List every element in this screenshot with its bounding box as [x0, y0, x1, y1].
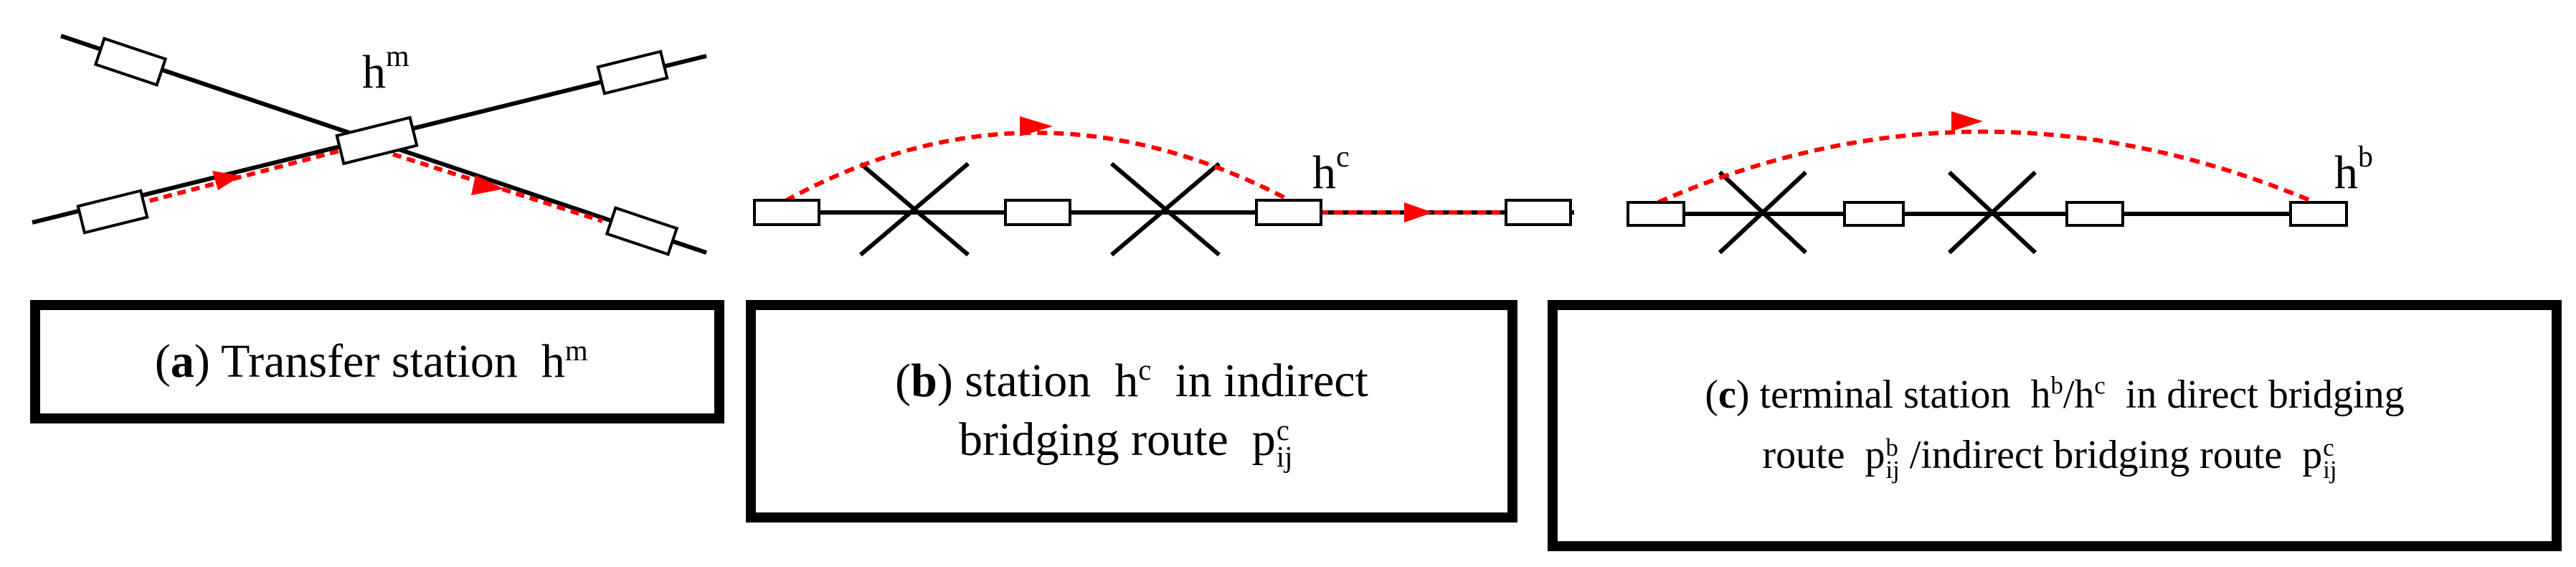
caption-c-symbol: hb/hc: [2030, 371, 2106, 418]
arrow-a-2: [471, 175, 504, 195]
caption-a-line: (a) Transfer station hm: [154, 334, 588, 388]
route-a-1: [121, 148, 344, 210]
caption-a-symbol: hm: [541, 334, 588, 388]
station-hc: [1255, 199, 1322, 226]
panel-c-diagram: hb: [1626, 111, 2373, 255]
arrow-a-1: [212, 171, 241, 190]
transfer-station: [335, 116, 419, 166]
cross-b-1b: [859, 161, 970, 257]
arrow-b-1: [1020, 116, 1053, 136]
cross-c-2b: [1947, 170, 2037, 255]
station-c-3: [2065, 201, 2124, 227]
panel-a-diagram: hm: [32, 34, 707, 256]
station-a-5: [605, 206, 679, 256]
caption-c-letter: c: [1718, 372, 1736, 418]
arrow-b-2: [1404, 202, 1433, 222]
node-label-a: hm: [362, 40, 409, 98]
caption-b-line-1: (b) station hc in indirect: [895, 353, 1368, 407]
bridge-route-b: [784, 131, 1292, 203]
caption-c-line-1: (c) terminal station hb/hc in direct bri…: [1705, 371, 2405, 418]
station-c-2: [1843, 201, 1905, 227]
station-c-1: [1626, 201, 1685, 227]
route-a-2: [392, 152, 603, 223]
caption-c: (c) terminal station hb/hc in direct bri…: [1548, 300, 2562, 551]
caption-b-symbol: hc: [1114, 353, 1152, 407]
node-label-c: hb: [2334, 141, 2373, 199]
bridge-route-c: [1657, 129, 2316, 205]
caption-a-text: Transfer station: [221, 334, 518, 388]
station-b-1: [753, 199, 820, 226]
station-b-2: [1004, 199, 1071, 226]
station-a-1: [93, 37, 168, 87]
station-a-2: [76, 189, 149, 235]
node-label-b: hc: [1312, 141, 1350, 199]
cross-c-1b: [1718, 170, 1808, 255]
caption-b-letter: b: [911, 354, 937, 407]
panel-b-diagram: hc: [753, 116, 1574, 257]
station-hb: [2289, 201, 2348, 227]
cross-b-2b: [1110, 161, 1221, 257]
station-a-4: [596, 50, 669, 95]
caption-a: (a) Transfer station hm: [30, 300, 724, 423]
station-b-4: [1505, 199, 1572, 226]
caption-a-letter: a: [170, 334, 194, 388]
route-diagram: hm hc hb: [32, 34, 2373, 257]
caption-b: (b) station hc in indirect bridging rout…: [746, 300, 1517, 523]
arrow-c: [1951, 111, 1983, 131]
